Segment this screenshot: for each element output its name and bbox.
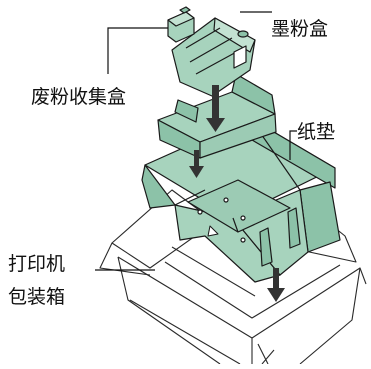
cushion-pad xyxy=(141,117,341,283)
waste-toner-box-label: 废粉收集盒 xyxy=(31,86,127,108)
cushion-pad-label: 纸垫 xyxy=(297,121,336,143)
down-arrow-icon xyxy=(267,268,285,302)
toner-cartridge xyxy=(171,17,256,97)
waste-box-leader xyxy=(107,27,168,74)
down-arrow-icon xyxy=(206,85,225,132)
toner-cartridge-label: 墨粉盒 xyxy=(271,18,329,40)
leader-lines xyxy=(95,11,297,271)
pad-leader xyxy=(289,130,297,160)
down-arrow-icon xyxy=(189,150,204,178)
printer-box-label-line2: 包装箱 xyxy=(8,286,66,308)
printer-box-label-line1: 打印机 xyxy=(8,253,66,275)
waste-toner-box xyxy=(167,6,195,43)
